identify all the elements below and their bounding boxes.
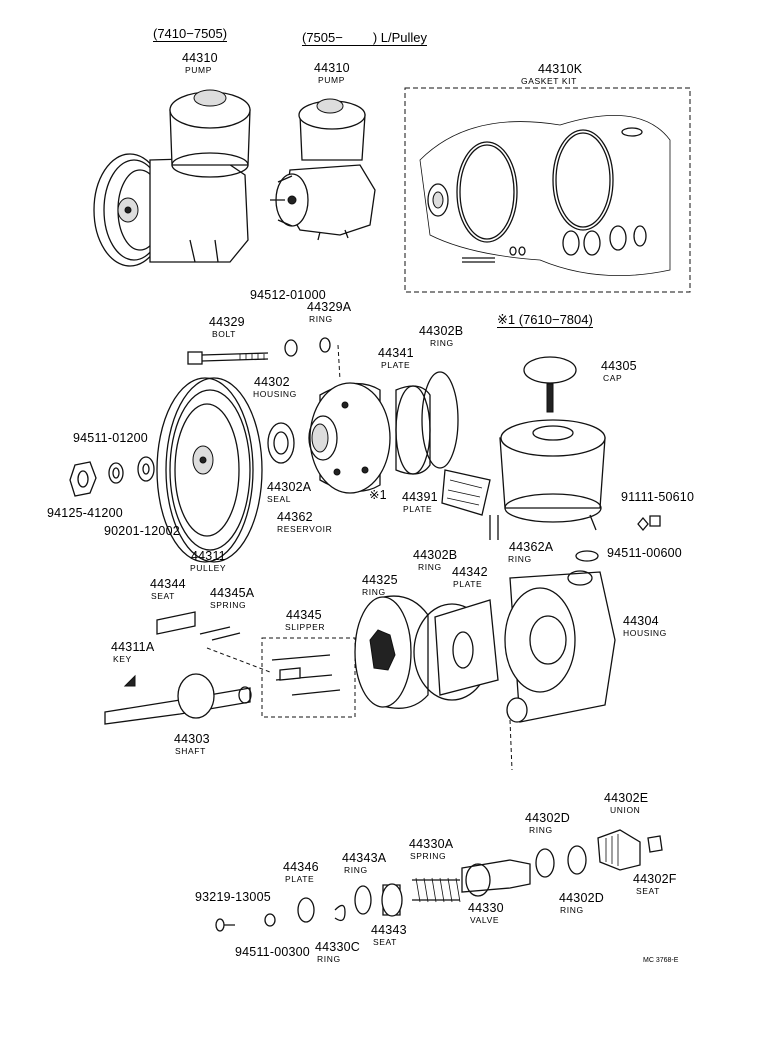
part-44302b-mid-name: RING — [418, 562, 442, 572]
part-44330a-name: SPRING — [410, 851, 447, 861]
part-44342-number: 44342 — [452, 565, 488, 579]
part-44302d-bot-name: RING — [560, 905, 584, 915]
shaft-slipper-drawing — [104, 611, 356, 725]
pulley-drawing — [156, 377, 295, 563]
part-44329-name: BOLT — [212, 329, 236, 339]
part-94125-number: 94125-41200 — [47, 506, 123, 520]
part-44304-name: HOUSING — [623, 628, 667, 638]
part-94511-00300-number: 94511-00300 — [235, 945, 310, 959]
part-44302d-top-name: RING — [529, 825, 553, 835]
part-44311a-number: 44311A — [111, 640, 155, 654]
part-44341-name: PLATE — [381, 360, 411, 370]
part-44391-number: 44391 — [402, 490, 438, 504]
part-44345-number: 44345 — [286, 608, 322, 622]
part-44310a-name: PUMP — [185, 65, 212, 75]
front-housing-drawing — [308, 371, 459, 494]
part-44302d-top-number: 44302D — [525, 811, 570, 825]
range-header-2-end: ) L/Pulley — [372, 30, 428, 45]
part-44362-number: 44362 — [277, 510, 313, 524]
part-44344-number: 44344 — [150, 577, 186, 591]
part-44345-name: SLIPPER — [285, 622, 326, 632]
range-header-2: (7505− ) L/Pulley — [302, 30, 428, 46]
part-44346-number: 44346 — [283, 860, 319, 874]
part-44302d-bot-number: 44302D — [559, 891, 604, 905]
part-44330-number: 44330 — [468, 901, 504, 915]
part-94511-00600-number: 94511-00600 — [607, 546, 682, 560]
part-44344-name: SEAT — [151, 591, 175, 601]
part-44302a-name: SEAL — [267, 494, 292, 504]
part-44310k-number: 44310K — [538, 62, 583, 76]
part-44341-number: 44341 — [378, 346, 414, 360]
part-44302e-number: 44302E — [604, 791, 649, 805]
part-44330-name: VALVE — [470, 915, 500, 925]
part-44303-name: SHAFT — [175, 746, 206, 756]
part-44310a-number: 44310 — [182, 51, 218, 65]
pump-assembly-2-drawing — [270, 98, 376, 241]
part-44330c-name: RING — [317, 954, 341, 964]
part-44343-number: 44343 — [371, 923, 407, 937]
part-44302a-number: 44302A — [267, 480, 312, 494]
part-44343a-number: 44343A — [342, 851, 387, 865]
range-header-1: (7410−7505) — [153, 26, 228, 42]
pump-assembly-1-drawing — [93, 89, 251, 267]
part-44311-number: 44311 — [191, 549, 226, 563]
part-44325-name: RING — [362, 587, 386, 597]
reservoir-drawing — [441, 356, 661, 562]
part-44343a-name: RING — [344, 865, 368, 875]
part-91111-number: 91111-50610 — [621, 490, 695, 504]
cam-ring-and-housing-drawing — [354, 570, 616, 771]
range-header-3: ※1 (7610−7804) — [497, 312, 593, 328]
range-header-2-start: (7505− — [302, 30, 343, 45]
part-44302-number: 44302 — [254, 375, 290, 389]
part-44391-name: PLATE — [403, 504, 433, 514]
part-94511-01200-number: 94511-01200 — [73, 431, 148, 445]
part-44311a-name: KEY — [113, 654, 132, 664]
part-44362-name: RESERVOIR — [277, 524, 333, 534]
part-44302f-name: SEAT — [636, 886, 660, 896]
gasket-kit-drawing — [404, 87, 691, 293]
part-44362a-number: 44362A — [509, 540, 554, 554]
part-44310k-name: GASKET KIT — [521, 76, 577, 86]
part-44330c-number: 44330C — [315, 940, 360, 954]
part-44305-name: CAP — [603, 373, 623, 383]
part-44342-name: PLATE — [453, 579, 483, 589]
part-44329-number: 44329 — [209, 315, 245, 329]
part-44302b-top-name: RING — [430, 338, 454, 348]
part-44302f-number: 44302F — [633, 872, 677, 886]
part-44310b-name: PUMP — [318, 75, 345, 85]
part-90201-number: 90201-12002 — [104, 524, 180, 538]
asterisk-marker: ※1 — [369, 488, 387, 502]
part-44330a-number: 44330A — [409, 837, 454, 851]
part-44303-number: 44303 — [174, 732, 210, 746]
part-44311-name: PULLEY — [190, 563, 227, 573]
part-44325-number: 44325 — [362, 573, 398, 587]
part-44302-name: HOUSING — [253, 389, 297, 399]
nut-washers-drawing — [69, 456, 155, 497]
part-44345a-number: 44345A — [210, 586, 255, 600]
part-44362a-name: RING — [508, 554, 532, 564]
part-44310b-number: 44310 — [314, 61, 350, 75]
part-44302b-mid-number: 44302B — [413, 548, 458, 562]
drawing-code: MC 3768-E — [643, 957, 679, 964]
part-44304-number: 44304 — [623, 614, 659, 628]
part-44302e-name: UNION — [610, 805, 641, 815]
part-44302b-top-number: 44302B — [419, 324, 464, 338]
part-44329a-name: RING — [309, 314, 333, 324]
part-44329a-number: 44329A — [307, 300, 352, 314]
part-44345a-name: SPRING — [210, 600, 247, 610]
bolt-washer-drawing — [187, 337, 341, 381]
part-44343-name: SEAT — [373, 937, 397, 947]
flow-control-valve-drawing — [215, 829, 663, 932]
part-44346-name: PLATE — [285, 874, 315, 884]
part-94512-number: 94512-01000 — [250, 288, 326, 302]
part-44305-number: 44305 — [601, 359, 637, 373]
part-93219-number: 93219-13005 — [195, 890, 271, 904]
